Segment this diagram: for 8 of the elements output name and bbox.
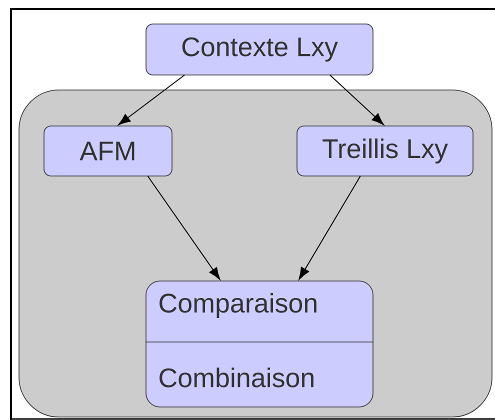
process-box: Treillis Lxy — [296, 126, 474, 176]
arrow — [118, 74, 186, 126]
process-box: AFM — [44, 126, 172, 176]
split-box: Comparaison Combinaison — [146, 280, 374, 408]
arrow — [298, 176, 361, 280]
process-box: Contexte Lxy — [146, 24, 374, 76]
arrow — [329, 74, 384, 126]
arrow — [147, 176, 220, 280]
